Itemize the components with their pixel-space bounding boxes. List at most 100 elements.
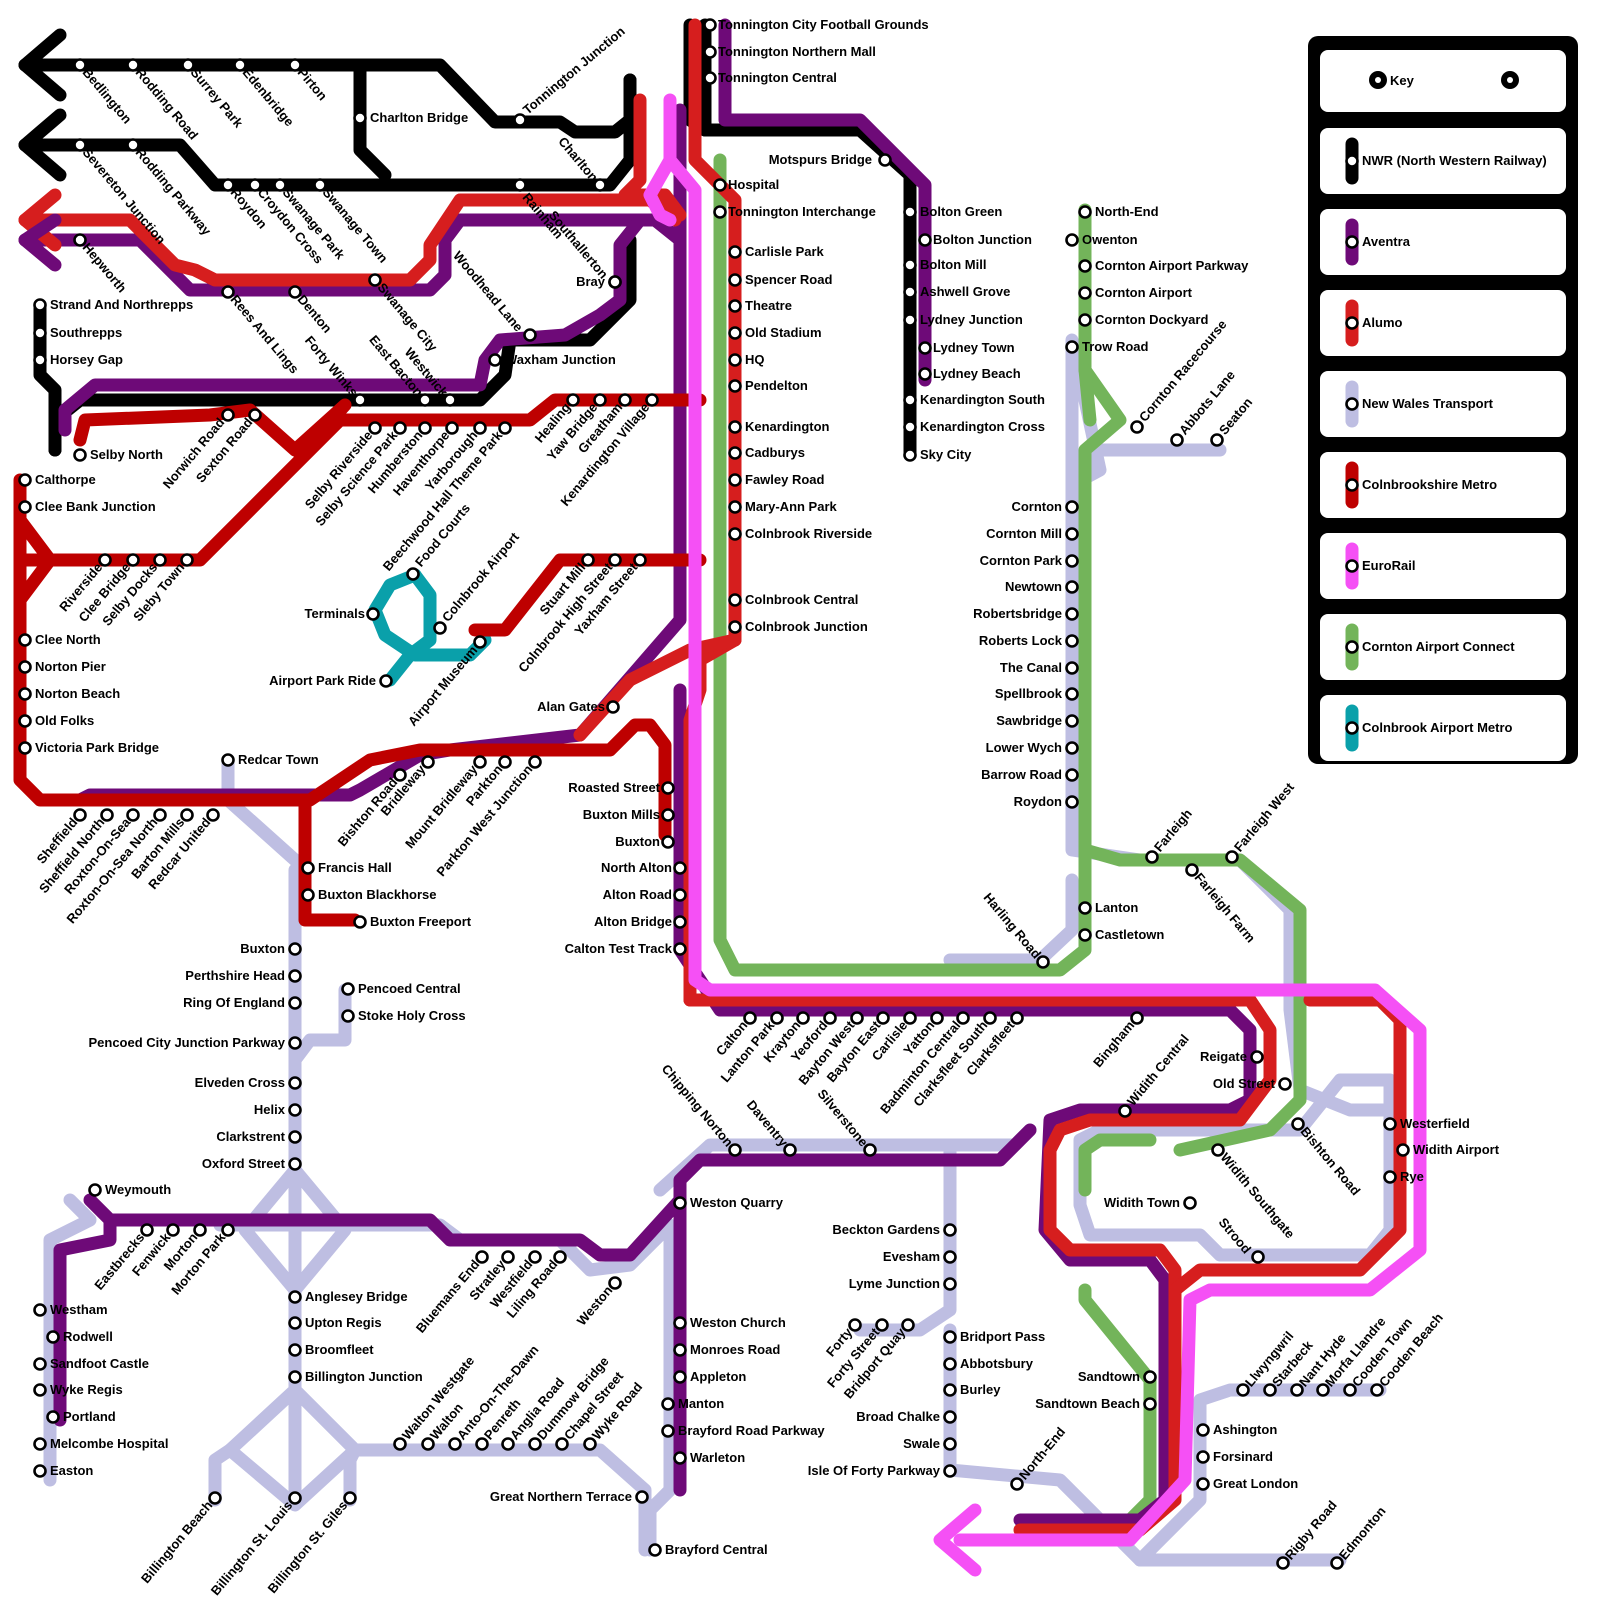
station-marker[interactable] xyxy=(553,1250,567,1264)
station-marker[interactable] xyxy=(1143,1370,1157,1384)
station-marker[interactable] xyxy=(288,1370,302,1384)
station-marker[interactable] xyxy=(1330,1556,1344,1570)
station-marker[interactable] xyxy=(368,421,382,435)
station-marker[interactable] xyxy=(288,1130,302,1144)
station-marker[interactable] xyxy=(673,888,687,902)
station-marker[interactable] xyxy=(288,1316,302,1330)
station-marker[interactable] xyxy=(863,1143,877,1157)
station-marker[interactable] xyxy=(943,1357,957,1371)
station-marker[interactable] xyxy=(608,275,622,289)
station-marker[interactable] xyxy=(903,285,917,299)
station-marker[interactable] xyxy=(943,1437,957,1451)
station-marker[interactable] xyxy=(221,178,235,192)
station-marker[interactable] xyxy=(288,1491,302,1505)
station-marker[interactable] xyxy=(1290,1383,1304,1397)
station-marker[interactable] xyxy=(903,393,917,407)
station-marker[interactable] xyxy=(445,421,459,435)
station-marker[interactable] xyxy=(1078,286,1092,300)
station-marker[interactable] xyxy=(523,328,537,342)
station-marker[interactable] xyxy=(903,205,917,219)
station-marker[interactable] xyxy=(1065,634,1079,648)
station-marker[interactable] xyxy=(341,1009,355,1023)
station-marker[interactable] xyxy=(593,393,607,407)
station-marker[interactable] xyxy=(181,58,195,72)
station-marker[interactable] xyxy=(18,741,32,755)
station-marker[interactable] xyxy=(1065,527,1079,541)
station-marker[interactable] xyxy=(1343,1383,1357,1397)
station-marker[interactable] xyxy=(648,1543,662,1557)
station-marker[interactable] xyxy=(448,1437,462,1451)
station-marker[interactable] xyxy=(1143,1397,1157,1411)
station-marker[interactable] xyxy=(661,1424,675,1438)
station-marker[interactable] xyxy=(943,1410,957,1424)
station-marker[interactable] xyxy=(848,1318,862,1332)
station-marker[interactable] xyxy=(1010,1011,1024,1025)
station-marker[interactable] xyxy=(1065,554,1079,568)
station-marker[interactable] xyxy=(673,861,687,875)
station-marker[interactable] xyxy=(140,1223,154,1237)
station-marker[interactable] xyxy=(528,1437,542,1451)
station-marker[interactable] xyxy=(273,178,287,192)
station-marker[interactable] xyxy=(288,1157,302,1171)
station-marker[interactable] xyxy=(728,420,742,434)
station-marker[interactable] xyxy=(673,1316,687,1330)
station-marker[interactable] xyxy=(1196,1477,1210,1491)
station-marker[interactable] xyxy=(1078,313,1092,327)
station-marker[interactable] xyxy=(1036,955,1050,969)
station-marker[interactable] xyxy=(1130,1011,1144,1025)
station-marker[interactable] xyxy=(703,18,717,32)
station-marker[interactable] xyxy=(1170,433,1184,447)
station-marker[interactable] xyxy=(353,915,367,929)
station-marker[interactable] xyxy=(1010,1477,1024,1491)
station-marker[interactable] xyxy=(1065,768,1079,782)
station-marker[interactable] xyxy=(875,1318,889,1332)
station-marker[interactable] xyxy=(18,633,32,647)
station-marker[interactable] xyxy=(918,367,932,381)
station-marker[interactable] xyxy=(33,298,47,312)
station-marker[interactable] xyxy=(581,553,595,567)
station-marker[interactable] xyxy=(713,178,727,192)
station-marker[interactable] xyxy=(393,768,407,782)
station-marker[interactable] xyxy=(341,982,355,996)
station-marker[interactable] xyxy=(18,687,32,701)
station-marker[interactable] xyxy=(100,808,114,822)
station-marker[interactable] xyxy=(1278,1077,1292,1091)
station-marker[interactable] xyxy=(193,1223,207,1237)
station-marker[interactable] xyxy=(288,1103,302,1117)
station-marker[interactable] xyxy=(583,1437,597,1451)
station-marker[interactable] xyxy=(288,969,302,983)
station-marker[interactable] xyxy=(728,379,742,393)
station-marker[interactable] xyxy=(528,1250,542,1264)
station-marker[interactable] xyxy=(33,1357,47,1371)
station-marker[interactable] xyxy=(1065,687,1079,701)
station-marker[interactable] xyxy=(368,273,382,287)
station-marker[interactable] xyxy=(943,1464,957,1478)
station-marker[interactable] xyxy=(73,808,87,822)
station-marker[interactable] xyxy=(206,808,220,822)
station-marker[interactable] xyxy=(501,1250,515,1264)
station-marker[interactable] xyxy=(956,1011,970,1025)
station-marker[interactable] xyxy=(1078,928,1092,942)
station-marker[interactable] xyxy=(903,258,917,272)
station-marker[interactable] xyxy=(1236,1383,1250,1397)
station-marker[interactable] xyxy=(1065,340,1079,354)
station-marker[interactable] xyxy=(393,1437,407,1451)
station-marker[interactable] xyxy=(513,113,527,127)
station-marker[interactable] xyxy=(406,567,420,581)
station-marker[interactable] xyxy=(703,71,717,85)
station-marker[interactable] xyxy=(1251,1250,1265,1264)
station-marker[interactable] xyxy=(1065,795,1079,809)
station-marker[interactable] xyxy=(728,245,742,259)
station-marker[interactable] xyxy=(126,138,140,152)
station-marker[interactable] xyxy=(1118,1104,1132,1118)
station-marker[interactable] xyxy=(1065,714,1079,728)
station-marker[interactable] xyxy=(728,299,742,313)
station-marker[interactable] xyxy=(473,635,487,649)
station-marker[interactable] xyxy=(633,553,647,567)
station-marker[interactable] xyxy=(1065,500,1079,514)
station-marker[interactable] xyxy=(288,996,302,1010)
station-marker[interactable] xyxy=(18,473,32,487)
station-marker[interactable] xyxy=(728,527,742,541)
station-marker[interactable] xyxy=(1263,1383,1277,1397)
station-marker[interactable] xyxy=(433,621,447,635)
